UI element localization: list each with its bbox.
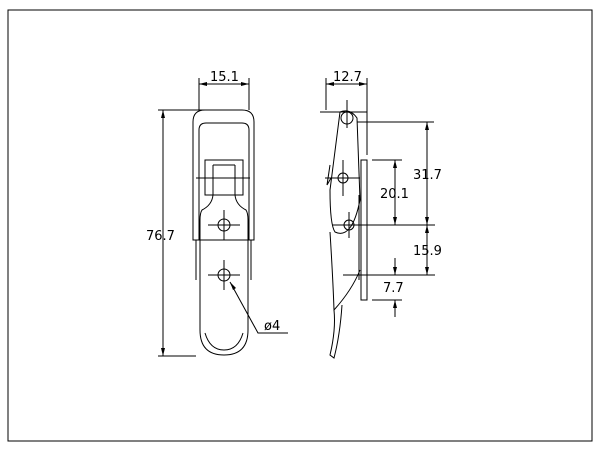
dim-20-label: 20.1 (380, 187, 409, 202)
hasp-inner (198, 122, 250, 240)
dim-15-label: 15.9 (413, 244, 442, 259)
side-view: 12.7 31.7 15.9 20.1 7.7 (320, 70, 442, 359)
dim-31-label: 31.7 (413, 168, 442, 183)
drawing-frame (7, 9, 593, 442)
lever-body (199, 194, 249, 356)
hasp-outer (192, 109, 255, 241)
hole-diameter-label: ø4 (264, 319, 280, 334)
dim-7-label: 7.7 (383, 281, 404, 296)
height-dim-label: 76.7 (146, 229, 175, 244)
front-view: ø4 15.1 76.7 (146, 70, 288, 357)
width-dim-label: 15.1 (210, 70, 239, 85)
base-plate (360, 159, 368, 301)
side-width-dim-label: 12.7 (333, 70, 362, 85)
lever-profile (329, 110, 361, 234)
